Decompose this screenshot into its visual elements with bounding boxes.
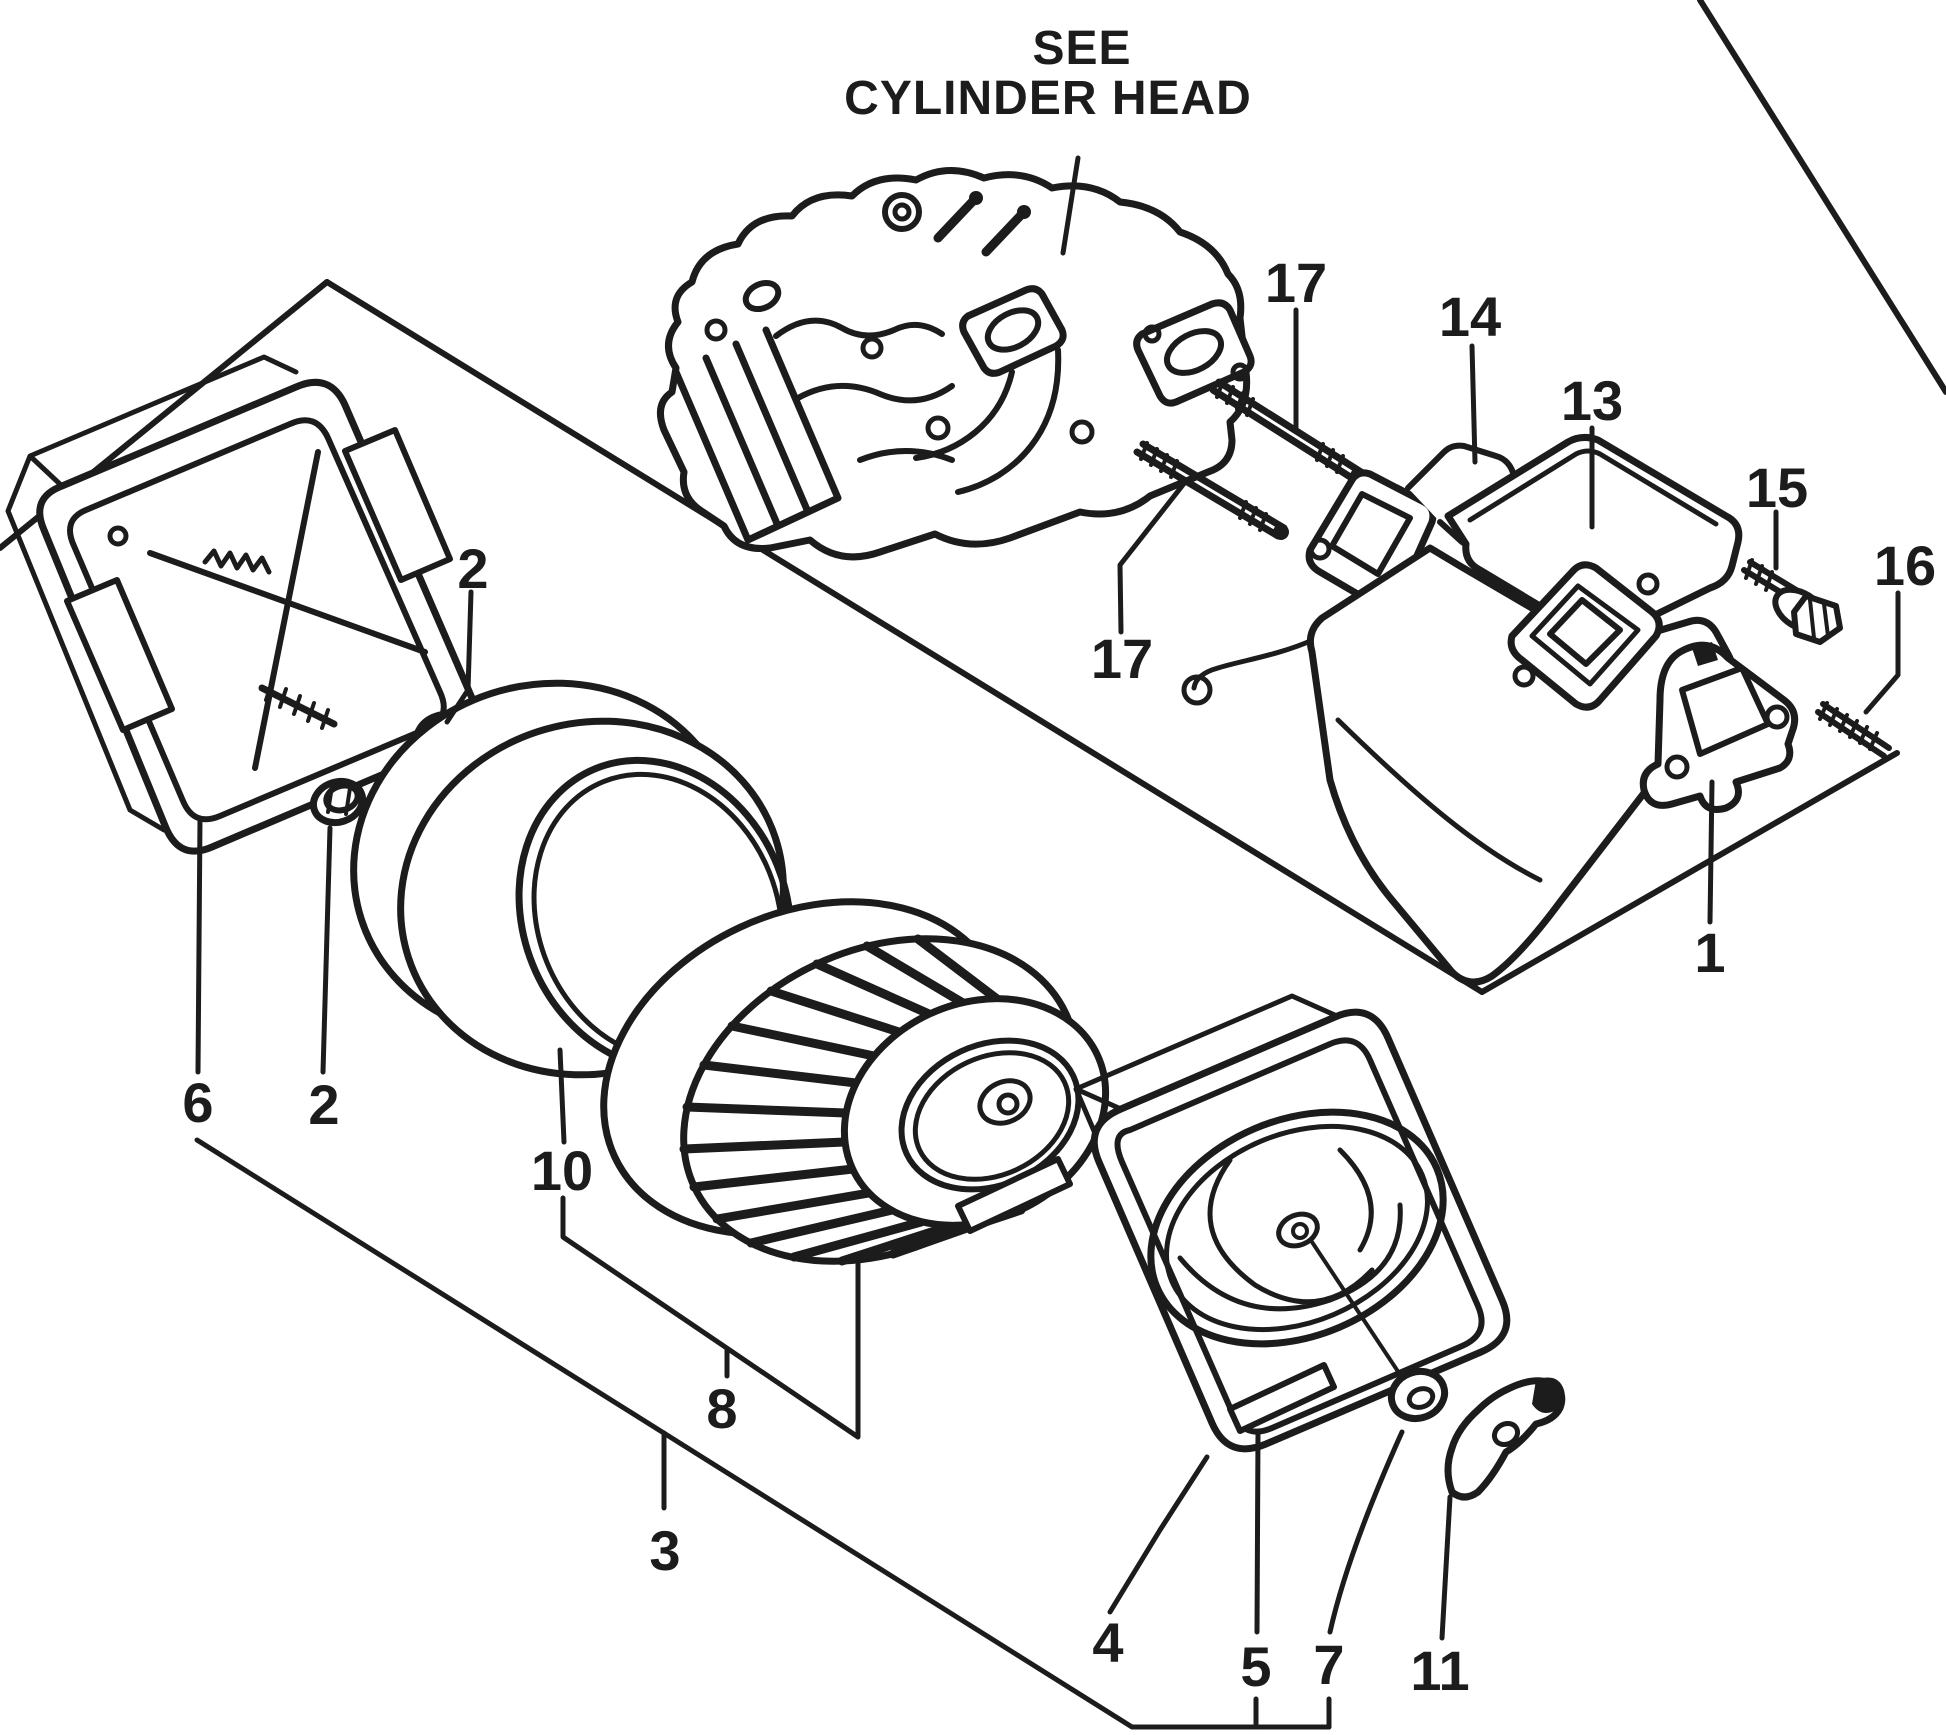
muffler-drawing (1306, 433, 1743, 986)
leader-14 (1469, 343, 1478, 465)
leader-7 (1327, 1429, 1405, 1635)
leader-6 (195, 815, 203, 1075)
cylinder-head-drawing (656, 166, 1255, 561)
stud-16-drawing (1815, 701, 1892, 759)
cover-slot-left (64, 577, 175, 733)
lever-drawing (1444, 1377, 1566, 1501)
muffler-outlet-flange (1507, 561, 1663, 711)
cover-slot-right (342, 427, 453, 583)
callout-11: 11 (1410, 1639, 1469, 1702)
latch-spring (202, 548, 272, 575)
flange-bolt-drawing (1741, 558, 1843, 645)
flange-nut-lower-drawing (309, 777, 367, 827)
frame-edge-top-right (1697, 0, 1946, 395)
frame-edge-bottom-right (1479, 750, 1900, 995)
housing-slot (1227, 1362, 1337, 1434)
callout-2-upper: 2 (457, 537, 488, 600)
callout-17-upper: 17 (1265, 251, 1327, 314)
callout-1: 1 (1694, 921, 1725, 984)
callout-7: 7 (1313, 1633, 1344, 1696)
leader-5 (1254, 1430, 1261, 1635)
carb-stud-2 (981, 209, 1027, 257)
callout-17-left: 17 (1091, 627, 1153, 690)
frame-lines (0, 0, 1946, 995)
stud-upper-drawing (1209, 378, 1366, 484)
muffler-gasket-drawing (1639, 641, 1799, 813)
paper-filter-element-drawing (600, 898, 1110, 1266)
callout-14: 14 (1439, 285, 1501, 348)
callout-5: 5 (1240, 1635, 1271, 1698)
leader-11 (1439, 1494, 1453, 1641)
heading-line-1: SEE (1032, 22, 1131, 75)
leader-10 (557, 1047, 567, 1145)
washer-position-line (1310, 1240, 1407, 1384)
callout-4: 4 (1092, 1611, 1123, 1674)
cover-depth-edges (5, 354, 299, 833)
leader-1 (1707, 779, 1715, 925)
callout-2-lower: 2 (308, 1073, 339, 1136)
heading-line-2: CYLINDER HEAD (844, 72, 1252, 125)
intake-port-flange (959, 285, 1067, 377)
element-slot (955, 1156, 1073, 1234)
callout-15: 15 (1746, 456, 1808, 519)
stud-lower-drawing (1133, 440, 1289, 540)
exhaust-port-flange (1133, 299, 1255, 407)
air-cleaner-housing-drawing (1073, 993, 1511, 1453)
callout-labels: 1 2 2 3 4 5 6 7 8 10 11 13 14 15 16 17 1… (182, 251, 1936, 1702)
carb-stud-1 (933, 195, 979, 243)
leader-17-left (1117, 478, 1189, 635)
leader-2-upper (444, 589, 474, 725)
callout-16: 16 (1874, 534, 1936, 597)
cooling-fins (672, 326, 842, 544)
bracket-element-8 (560, 1195, 861, 1440)
callout-3: 3 (649, 1519, 680, 1582)
callout-6: 6 (182, 1071, 213, 1134)
callout-10: 10 (531, 1139, 593, 1202)
callout-8: 8 (706, 1377, 737, 1440)
bracket-lines (194, 1137, 1332, 1730)
leader-lines (195, 155, 1901, 1641)
leader-4 (1107, 1454, 1210, 1615)
leader-16 (1863, 590, 1901, 715)
leader-see-cylinder-head (1060, 155, 1081, 256)
collar-washer-drawing (1387, 1367, 1449, 1423)
leader-2-lower (320, 825, 333, 1075)
frame-edge-long (324, 279, 1485, 995)
cover-brace-lines (147, 449, 428, 771)
bracket-assembly-3 (194, 1137, 1332, 1730)
callout-13: 13 (1561, 369, 1623, 432)
vortex-spiral (1177, 1147, 1403, 1312)
see-cylinder-head-note: SEE CYLINDER HEAD (844, 22, 1252, 125)
